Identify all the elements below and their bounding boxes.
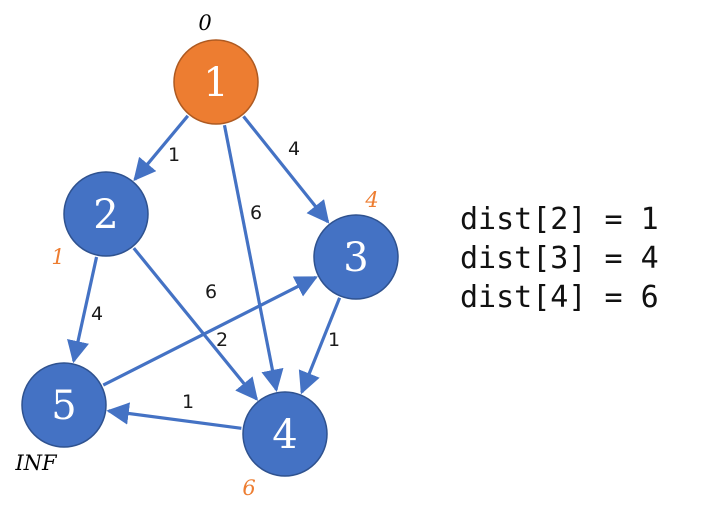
node-circle [313, 214, 399, 300]
node-circle [173, 39, 259, 125]
edge-weight-1-4: 6 [250, 202, 262, 224]
node-label: 4 [272, 412, 297, 458]
distance-label-node-4: 6 [242, 476, 255, 500]
node-4: 4 [242, 391, 328, 477]
edge-1-3 [242, 115, 330, 224]
node-label: 5 [51, 383, 76, 429]
distance-label-node-2: 1 [51, 245, 64, 269]
edge-weight-2-5: 4 [91, 303, 103, 325]
edge-3-4 [298, 297, 342, 395]
edge-1-4 [222, 124, 284, 393]
edge-2-4 [132, 247, 259, 401]
edge-5-3 [102, 275, 318, 387]
node-circle [63, 171, 149, 257]
edge-1-2 [133, 114, 190, 182]
node-1: 1 [173, 39, 259, 125]
edge-weight-2-4: 2 [216, 329, 228, 351]
distance-label-node-5: INF [14, 451, 58, 475]
node-3: 3 [313, 214, 399, 300]
code-line: dist[2] = 1 [460, 202, 659, 237]
distance-label-node-1: 0 [198, 11, 211, 35]
distance-label-node-3: 4 [364, 188, 378, 212]
edge-labels-layer: 1 4 6 4 2 6 1 1 [91, 138, 340, 413]
edge-weight-1-2: 1 [168, 144, 180, 166]
node-circle [242, 391, 328, 477]
edge-2-5 [67, 256, 99, 364]
code-line: dist[4] = 6 [460, 280, 659, 315]
code-line: dist[3] = 4 [460, 241, 659, 276]
node-label: 3 [343, 235, 368, 281]
node-label: 2 [93, 192, 118, 238]
edge-weight-3-4: 1 [328, 329, 340, 351]
edge-weight-4-5: 1 [182, 391, 194, 413]
edge-weight-1-3: 4 [288, 138, 300, 160]
node-5: 5 [21, 362, 107, 448]
edge-weight-5-3: 6 [205, 281, 217, 303]
node-label: 1 [203, 60, 228, 106]
node-2: 2 [63, 171, 149, 257]
dist-code-block: dist[2] = 1 dist[3] = 4 dist[4] = 6 [460, 202, 659, 315]
edges-layer [67, 114, 342, 430]
edge-4-5 [106, 402, 242, 430]
node-circle [21, 362, 107, 448]
nodes-layer: 1 2 3 4 5 [21, 39, 399, 477]
